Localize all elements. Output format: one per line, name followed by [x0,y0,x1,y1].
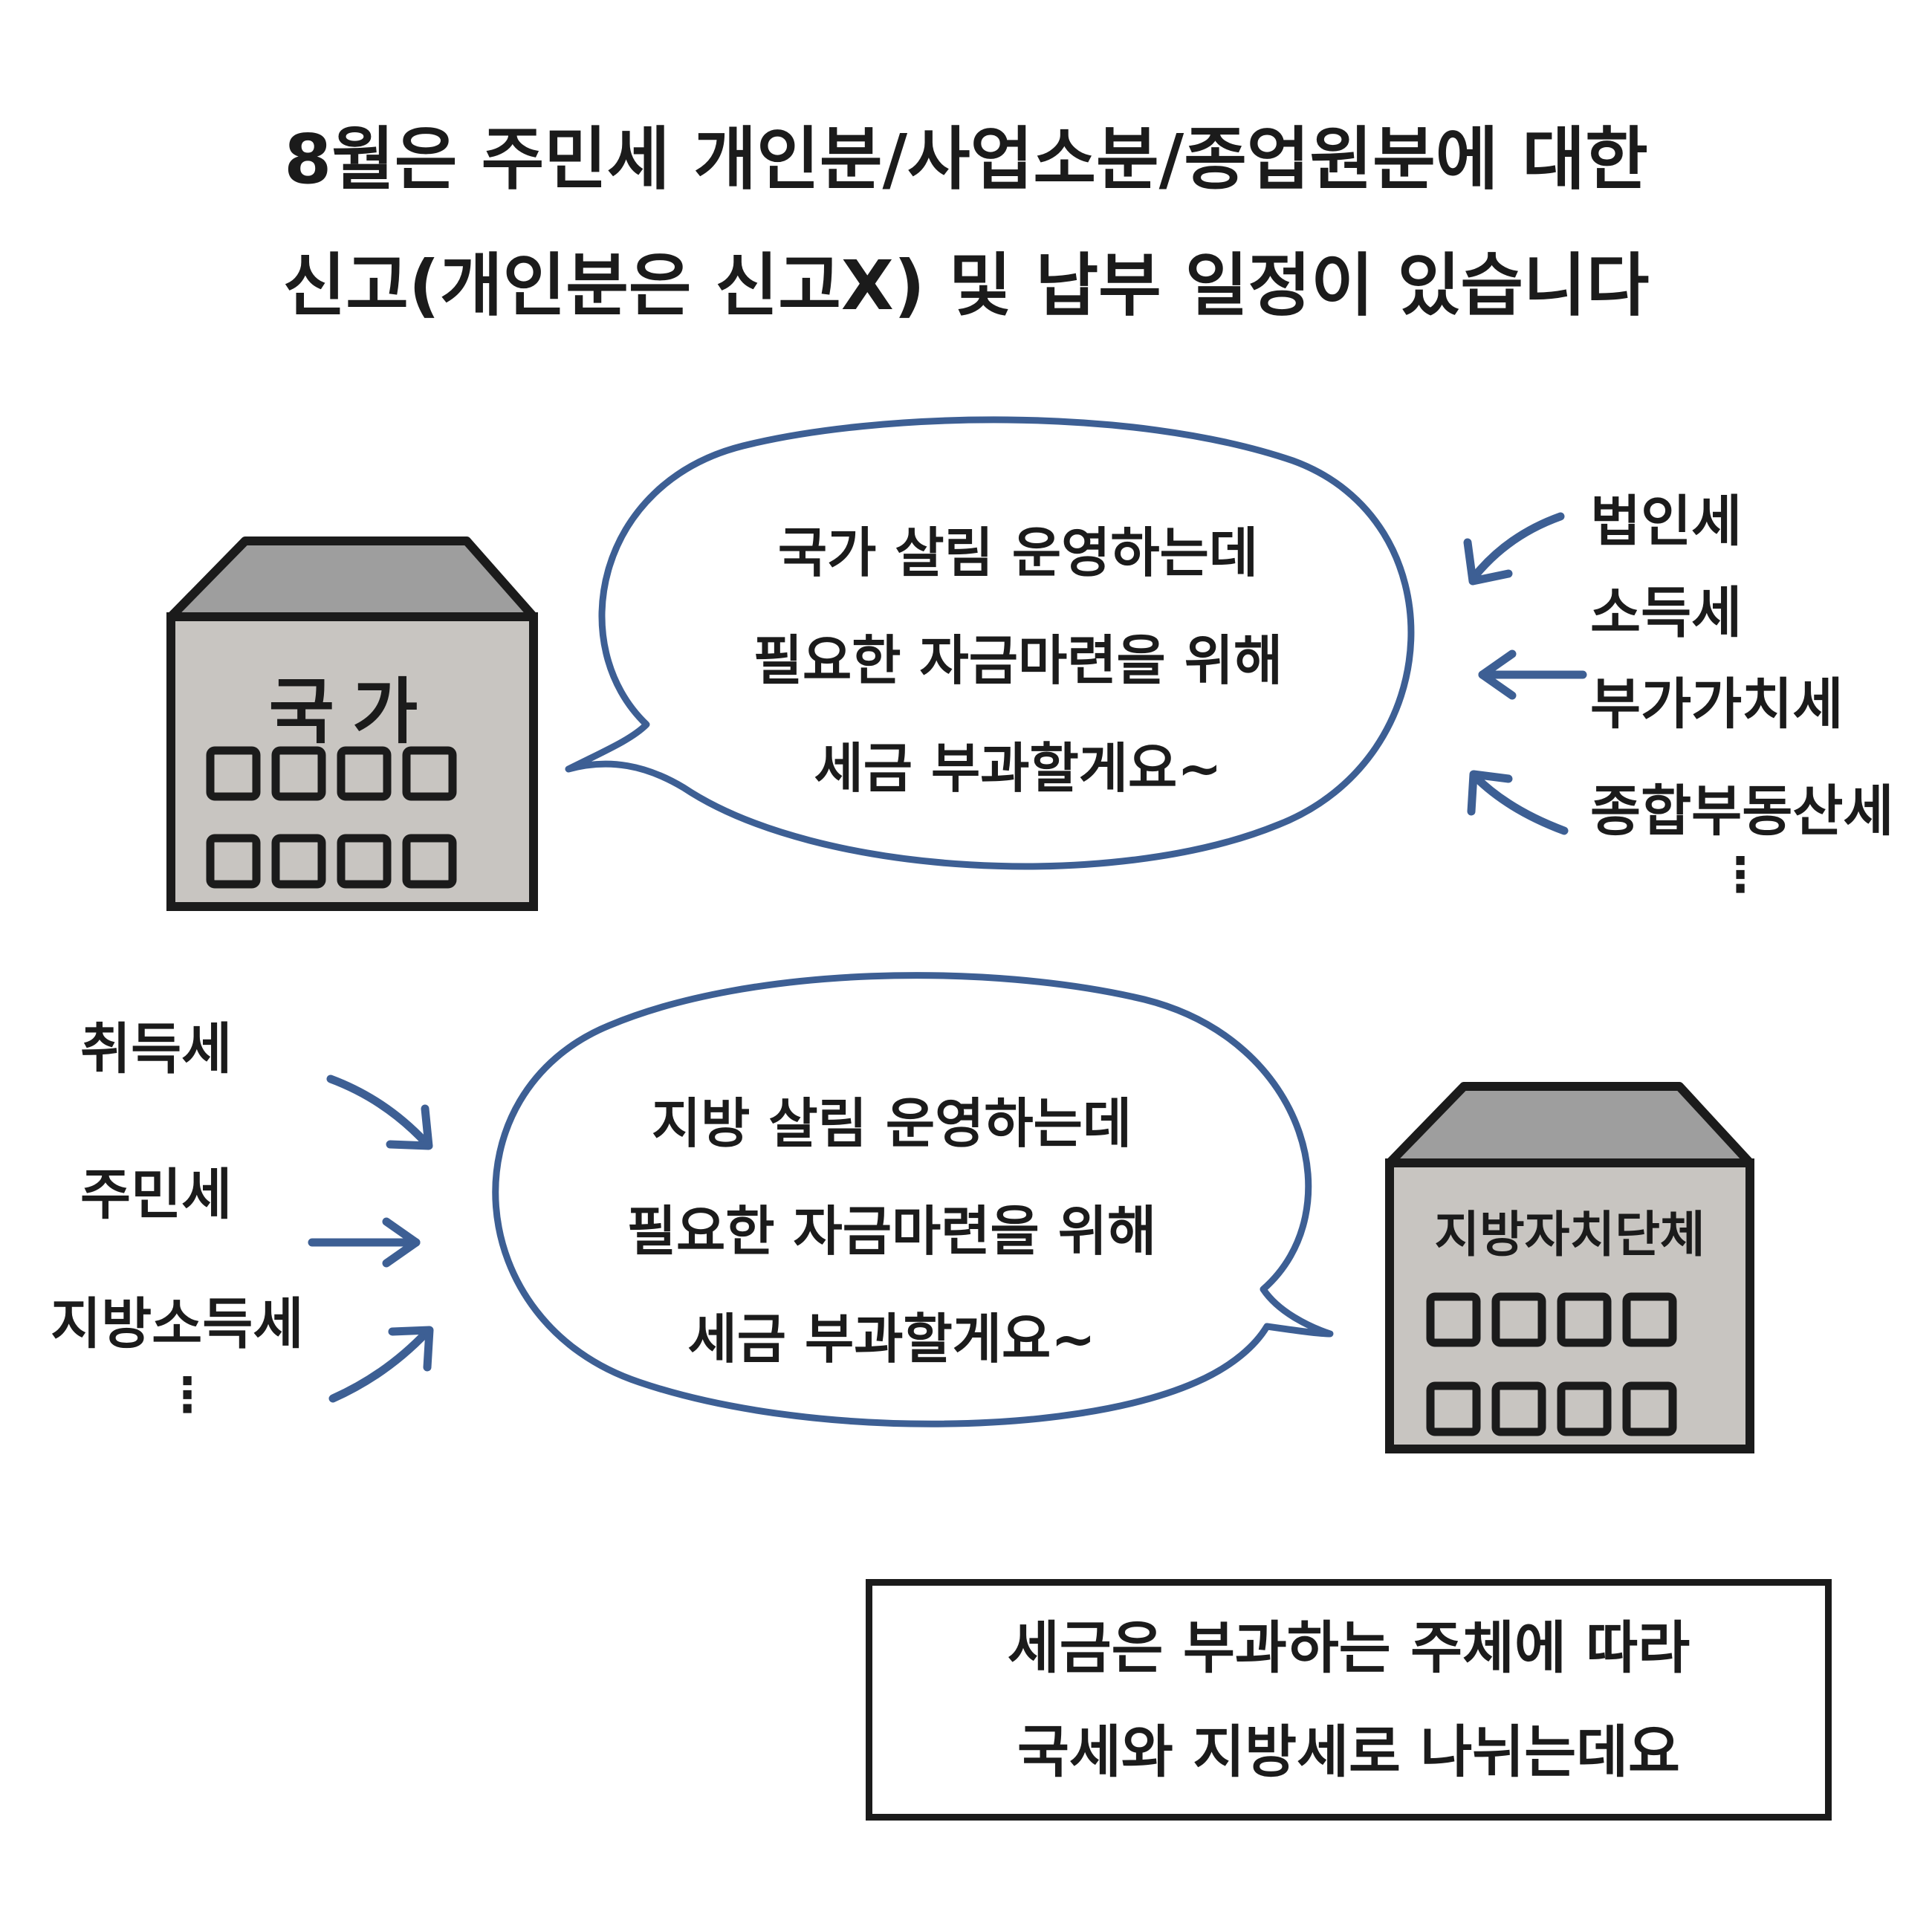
national-tax-arrows [1463,512,1587,835]
arrow-property-tax [1471,772,1569,835]
national-building-label: 국가 [268,670,436,753]
local-speech-text: 지방 살림 운영하는데 필요한 자금마련을 위해 세금 부과할게요~ [520,1070,1263,1393]
tax-label-income: 소득세 [1590,581,1743,645]
tax-label-vat: 부가가치세 [1590,672,1844,736]
arrow-acquisition-tax-head [386,1104,433,1150]
local-speech-line-1: 지방 살림 운영하는데 [651,1092,1132,1155]
arrow-resident-tax-head [382,1217,421,1268]
national-speech-line-2: 필요한 자금마련을 위해 [753,629,1283,692]
national-building-wall [166,612,538,911]
tax-label-comprehensive-property: 종합부동산세 [1590,779,1894,843]
summary-note-line-1: 세금은 부과하는 주체에 따라 [1007,1614,1690,1681]
national-speech-line-3: 세금 부과할게요~ [814,737,1222,800]
local-tax-more-icon: ⋮ [163,1368,211,1423]
national-speech-text: 국가 살림 운영하는데 필요한 자금마련을 위해 세금 부과할게요~ [646,499,1390,823]
national-speech-bubble [565,416,1415,870]
arrow-local-income-tax [328,1327,432,1403]
summary-note-box: 세금은 부과하는 주체에 따라 국세와 지방세로 나뉘는데요 [866,1579,1832,1821]
local-speech-line-3: 세금 부과할게요~ [687,1308,1096,1370]
arrow-corporate-tax [1471,512,1565,580]
heading-line-2: 신고(개인분은 신고X) 및 납부 일정이 있습니다 [282,246,1650,325]
arrow-corporate-tax-head [1463,538,1513,586]
local-speech-bubble [492,972,1334,1427]
national-building [166,537,538,911]
summary-note-line-2: 국세와 지방세로 나뉘는데요 [1017,1718,1680,1785]
arrow-local-income-tax-head [388,1326,434,1372]
local-building-roof [1385,1082,1754,1167]
local-building-label: 지방자치단체 [1434,1206,1705,1263]
local-building-wall [1385,1158,1754,1453]
arrow-property-tax-head [1467,770,1513,816]
heading-line-1: 8월은 주민세 개인분/사업소분/종업원분에 대한 [284,120,1648,199]
page-heading: 8월은 주민세 개인분/사업소분/종업원분에 대한 신고(개인분은 신고X) 및… [0,97,1932,349]
tax-label-corporate: 법인세 [1590,490,1743,554]
tax-label-local-income: 지방소득세 [51,1292,304,1356]
local-tax-arrows [308,1074,434,1403]
local-speech-line-2: 필요한 자금마련을 위해 [626,1200,1157,1262]
tax-label-resident: 주민세 [80,1163,233,1227]
national-speech-line-1: 국가 살림 운영하는데 [777,522,1259,584]
local-building [1385,1082,1754,1453]
arrow-acquisition-tax [326,1074,432,1149]
local-building-windows [1426,1292,1677,1436]
national-tax-more-icon: ⋮ [1717,848,1764,903]
tax-label-acquisition: 취득세 [80,1017,233,1081]
national-building-windows [206,746,457,889]
national-building-roof [166,537,538,621]
arrow-vat-head [1478,649,1517,700]
